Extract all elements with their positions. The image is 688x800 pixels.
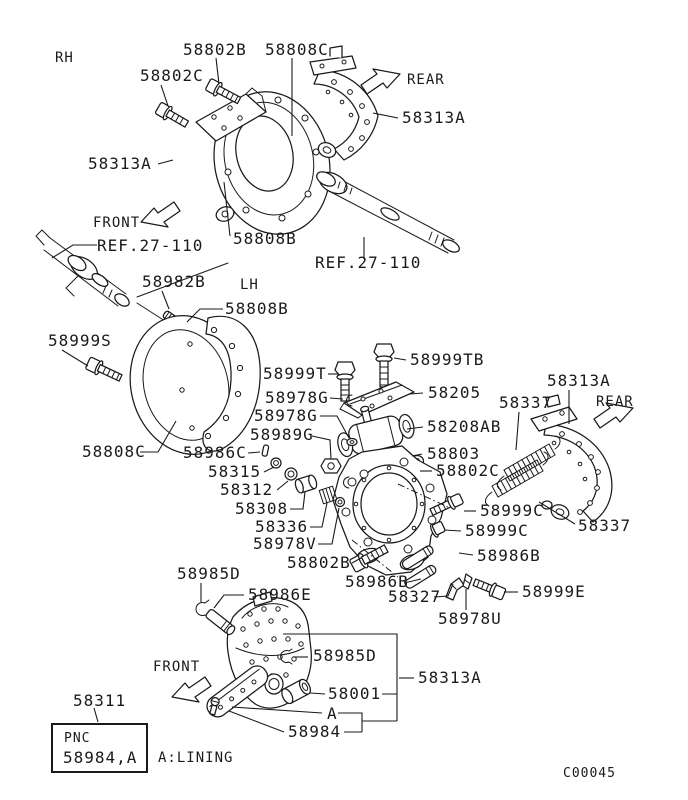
part-callout-58802b-center[interactable]: 58802B xyxy=(287,553,351,572)
rh-axle-shaft-drawing xyxy=(316,171,460,254)
rear-arrow-right-icon xyxy=(593,402,634,429)
part-callout-58808c-lh[interactable]: 58808C xyxy=(82,442,146,461)
part-callout-58312[interactable]: 58312 xyxy=(220,480,273,499)
part-callout-58999e[interactable]: 58999E xyxy=(522,582,586,601)
right-shoe-58313a-drawing xyxy=(530,394,613,523)
part-callout-58986b-left[interactable]: 58986B xyxy=(345,572,409,591)
pnc-box-heading: PNC xyxy=(64,731,90,746)
part-callout-58978g-1[interactable]: 58978G xyxy=(265,388,329,407)
part-callout-58327[interactable]: 58327 xyxy=(388,587,441,606)
rh-rear-shoe-drawing xyxy=(309,45,379,161)
lining-58984-drawing xyxy=(206,665,269,718)
leader-lines xyxy=(51,57,576,733)
axle-ref-label-rh: REF.27-110 xyxy=(315,253,421,272)
lining-note-label: A:LINING xyxy=(158,750,233,766)
springs-58337-drawing xyxy=(484,435,561,507)
rear-label-top: REAR xyxy=(407,72,445,88)
pnc-box: PNC 58984,A xyxy=(51,723,148,773)
part-callout-58986b-right[interactable]: 58986B xyxy=(477,546,541,565)
part-callout-58989g[interactable]: 58989G xyxy=(250,425,314,444)
small-parts-row-drawing xyxy=(261,394,358,508)
lh-label: LH xyxy=(240,277,259,293)
part-callout-58313a-rh-rear[interactable]: 58313A xyxy=(402,108,466,127)
bolt-58999tb-drawing xyxy=(373,343,395,388)
clip-58978u-drawing xyxy=(462,573,473,590)
bolt-58802b-center-drawing xyxy=(349,544,389,573)
rh-label: RH xyxy=(55,50,74,66)
part-callout-58205[interactable]: 58205 xyxy=(428,383,481,402)
part-callout-58999s[interactable]: 58999S xyxy=(48,331,112,350)
front-label-top: FRONT xyxy=(93,215,140,231)
part-callout-58802b-rh[interactable]: 58802B xyxy=(183,40,247,59)
pnc-box-value: 58984,A xyxy=(63,748,137,767)
part-callout-58208ab[interactable]: 58208AB xyxy=(427,417,501,436)
part-callout-58808b-rh[interactable]: 58808B xyxy=(233,229,297,248)
front-arrow-top-icon xyxy=(140,201,181,228)
part-callout-58986c[interactable]: 58986C xyxy=(183,443,247,462)
clip-58985d-bottom-drawing xyxy=(280,648,293,665)
part-callout-58336[interactable]: 58336 xyxy=(255,517,308,536)
part-callout-58802c-center[interactable]: 58802C xyxy=(436,461,500,480)
part-callout-58982b[interactable]: 58982B xyxy=(142,272,206,291)
part-callout-a[interactable]: A xyxy=(327,704,338,723)
part-callout-58311[interactable]: 58311 xyxy=(73,691,126,710)
part-callout-58313a-right[interactable]: 58313A xyxy=(547,371,611,390)
part-callout-58999tb[interactable]: 58999TB xyxy=(410,350,484,369)
bolt-58999c-1-drawing xyxy=(429,493,464,516)
bolt-58999e-drawing xyxy=(472,578,507,601)
part-callout-58999c-1[interactable]: 58999C xyxy=(480,501,544,520)
part-callout-58978u[interactable]: 58978U xyxy=(438,609,502,628)
part-callout-58337-bottom[interactable]: 58337 xyxy=(578,516,631,535)
part-callout-58986e[interactable]: 58986E xyxy=(248,585,312,604)
part-callout-58313a-rh-front[interactable]: 58313A xyxy=(88,154,152,173)
anchor-flange-drawing xyxy=(332,445,448,576)
rh-bolt-58802b-drawing xyxy=(205,78,242,105)
roller-58001-drawing xyxy=(281,678,312,705)
part-callout-58985d-top[interactable]: 58985D xyxy=(177,564,241,583)
part-callout-58999t[interactable]: 58999T xyxy=(263,364,327,383)
part-callout-58985d-bottom[interactable]: 58985D xyxy=(313,646,377,665)
front-arrow-bottom-icon xyxy=(171,676,212,703)
rear-arrow-top-icon xyxy=(360,68,401,95)
part-callout-58984[interactable]: 58984 xyxy=(288,722,341,741)
part-callout-58315[interactable]: 58315 xyxy=(208,462,261,481)
rear-label-right: REAR xyxy=(596,394,634,410)
rh-bolt-58802c-drawing xyxy=(154,102,190,128)
part-callout-58978g-2[interactable]: 58978G xyxy=(254,406,318,425)
bolt-58999t-drawing xyxy=(334,361,356,402)
bolt-58999c-2-drawing xyxy=(430,521,446,538)
lining-screw-drawing xyxy=(209,696,220,716)
part-callout-58001[interactable]: 58001 xyxy=(328,684,381,703)
pins-58986b-drawing xyxy=(401,545,437,589)
part-callout-58308[interactable]: 58308 xyxy=(235,499,288,518)
part-callout-58999c-2[interactable]: 58999C xyxy=(465,521,529,540)
part-callout-58803[interactable]: 58803 xyxy=(427,444,480,463)
part-callout-58808c-rh[interactable]: 58808C xyxy=(265,40,329,59)
lh-bolt-58999s-drawing xyxy=(85,356,123,382)
axle-ref-label-lh: REF.27-110 xyxy=(97,236,203,255)
front-label-bottom: FRONT xyxy=(153,659,200,675)
clip-58327-drawing xyxy=(445,577,465,601)
part-callout-58808b-lh[interactable]: 58808B xyxy=(225,299,289,318)
drawing-code-label: C00045 xyxy=(563,766,616,781)
pin-58986e-drawing xyxy=(205,609,236,636)
lh-backing-plate-drawing xyxy=(129,315,261,455)
part-callout-58978v[interactable]: 58978V xyxy=(253,534,317,553)
part-callout-58337-top[interactable]: 58337 xyxy=(499,393,552,412)
part-callout-58313a-bottom[interactable]: 58313A xyxy=(418,668,482,687)
plate-58205-drawing xyxy=(339,381,415,419)
rh-backing-plate-drawing xyxy=(195,87,331,235)
part-callout-58802c-rh[interactable]: 58802C xyxy=(140,66,204,85)
